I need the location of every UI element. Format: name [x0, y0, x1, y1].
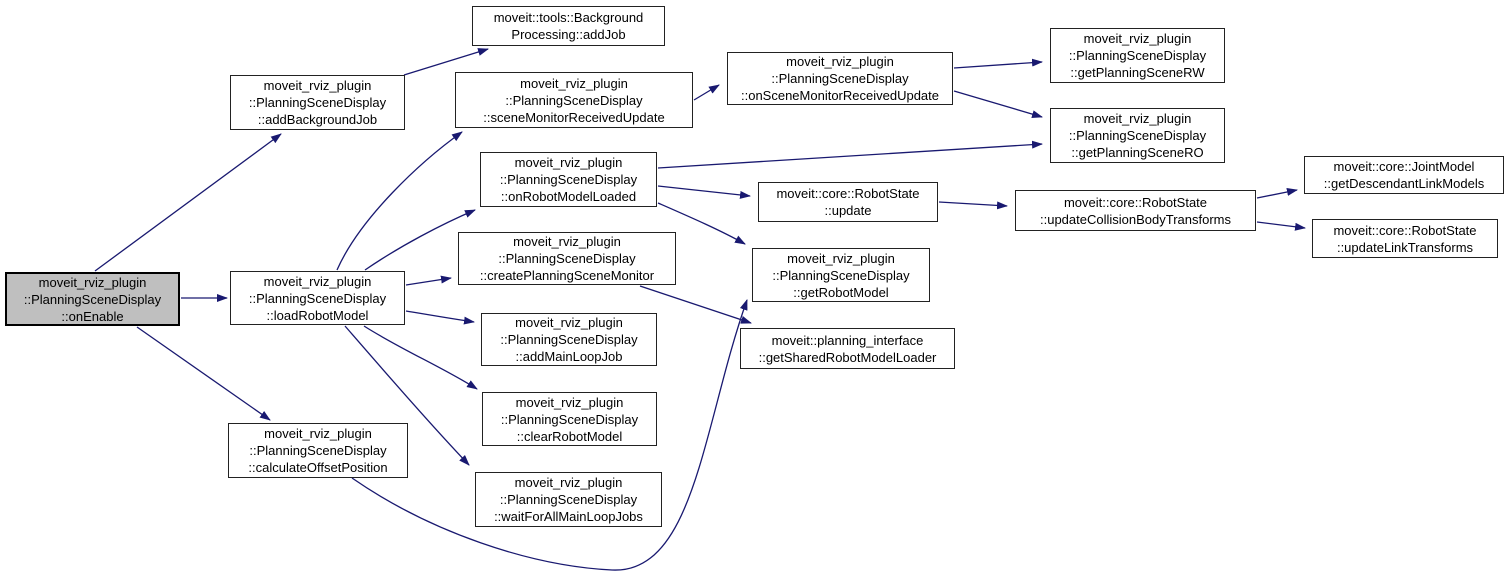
node-label-line: moveit_rviz_plugin	[263, 273, 372, 289]
node-get-robot-model[interactable]: moveit_rviz_plugin ::PlanningSceneDispla…	[752, 248, 930, 302]
edge-calculateOffsetPosition-getRobotModel	[351, 299, 748, 571]
edge-sceneMonitorReceivedUpdate-onSceneMonitorReceivedUpdate	[693, 84, 720, 101]
node-label-line: ::createPlanningSceneMonitor	[479, 268, 655, 283]
edge-loadRobotModel-addMainLoopJob	[405, 310, 475, 325]
edge-createPlanningSceneMonitor-getSharedRobotModelLoader	[639, 285, 752, 324]
edge-loadRobotModel-createPlanningSceneMonitor	[405, 275, 452, 286]
edge-onRobotModelLoaded-getPlanningSceneRO	[657, 140, 1043, 169]
node-label-line: ::clearRobotModel	[516, 428, 623, 444]
edge-onEnable-calculateOffsetPosition	[136, 326, 271, 421]
node-label-line: ::PlanningSceneDisplay	[1068, 48, 1207, 63]
node-label-line: ::getPlanningSceneRO	[1071, 145, 1204, 160]
node-get-descendant-link-models[interactable]: moveit::core::JointModel ::getDescendant…	[1304, 156, 1504, 194]
node-label-line: moveit_rviz_plugin	[513, 234, 621, 249]
node-calculate-offset-position[interactable]: moveit_rviz_plugin ::PlanningSceneDispla…	[228, 423, 408, 478]
node-label-line: moveit::tools::Background	[493, 10, 644, 25]
node-label-line: ::PlanningSceneDisplay	[771, 71, 909, 86]
node-robot-state-update[interactable]: moveit::core::RobotState ::update	[758, 182, 938, 222]
node-label-line: ::updateLinkTransforms	[1336, 239, 1474, 255]
node-create-planning-scene-monitor[interactable]: moveit_rviz_plugin ::PlanningSceneDispla…	[458, 232, 676, 285]
node-label-line: moveit_rviz_plugin	[515, 394, 624, 410]
node-label-line: ::PlanningSceneDisplay	[500, 411, 639, 427]
node-label-line: moveit::core::RobotState	[1063, 194, 1208, 210]
node-label-line: ::addMainLoopJob	[515, 349, 623, 364]
node-label-line: moveit_rviz_plugin	[786, 54, 894, 69]
edge-onEnable-addBackgroundJob	[94, 133, 282, 272]
node-label-line: ::update	[824, 203, 872, 218]
node-label-line: ::loadRobotModel	[266, 307, 369, 323]
node-label-line: ::onSceneMonitorReceivedUpdate	[740, 88, 939, 103]
edge-updateCollisionBodyTransforms-getDescendantLinkModels	[1256, 188, 1298, 199]
node-label-line: moveit::planning_interface	[771, 332, 924, 348]
edge-addBackgroundJob-backgroundProcessingAddJob	[403, 48, 489, 76]
node-on-robot-model-loaded[interactable]: moveit_rviz_plugin ::PlanningSceneDispla…	[480, 152, 657, 207]
node-on-enable[interactable]: moveit_rviz_plugin ::PlanningSceneDispla…	[5, 272, 180, 326]
node-load-robot-model[interactable]: moveit_rviz_plugin ::PlanningSceneDispla…	[230, 271, 405, 325]
edge-onRobotModelLoaded-robotStateUpdate	[657, 185, 751, 199]
node-label-line: moveit_rviz_plugin	[520, 75, 628, 91]
node-label-line: ::PlanningSceneDisplay	[1068, 128, 1207, 143]
node-label-line: ::getSharedRobotModelLoader	[758, 349, 937, 365]
node-label-line: moveit_rviz_plugin	[1083, 31, 1192, 46]
edge-loadRobotModel-onRobotModelLoaded	[364, 209, 476, 271]
node-clear-robot-model[interactable]: moveit_rviz_plugin ::PlanningSceneDispla…	[482, 392, 657, 446]
node-label-line: ::PlanningSceneDisplay	[499, 492, 638, 507]
node-get-planning-scene-rw[interactable]: moveit_rviz_plugin ::PlanningSceneDispla…	[1050, 28, 1225, 83]
node-label-line: ::onRobotModelLoaded	[500, 189, 637, 204]
node-label-line: ::getRobotModel	[793, 284, 889, 300]
edge-loadRobotModel-clearRobotModel	[363, 325, 478, 390]
node-label-line: moveit::core::RobotState	[776, 186, 920, 201]
node-get-planning-scene-ro[interactable]: moveit_rviz_plugin ::PlanningSceneDispla…	[1050, 108, 1225, 163]
node-label-line: ::onEnable	[61, 308, 124, 324]
node-wait-for-all-main-loop-jobs[interactable]: moveit_rviz_plugin ::PlanningSceneDispla…	[475, 472, 662, 527]
node-label-line: Processing::addJob	[511, 27, 626, 42]
node-update-collision-body-transforms[interactable]: moveit::core::RobotState ::updateCollisi…	[1015, 190, 1256, 231]
node-label-line: ::addBackgroundJob	[257, 112, 378, 127]
edge-robotStateUpdate-updateCollisionBodyTransforms	[938, 201, 1008, 210]
node-scene-monitor-received-update[interactable]: moveit_rviz_plugin ::PlanningSceneDispla…	[455, 72, 693, 128]
node-add-background-job[interactable]: moveit_rviz_plugin ::PlanningSceneDispla…	[230, 75, 405, 130]
node-label-line: ::getDescendantLinkModels	[1323, 176, 1485, 191]
node-label-line: ::PlanningSceneDisplay	[248, 95, 387, 110]
node-on-scene-monitor-received-update[interactable]: moveit_rviz_plugin ::PlanningSceneDispla…	[727, 52, 953, 105]
node-label-line: ::updateCollisionBodyTransforms	[1040, 211, 1231, 227]
node-label-line: ::PlanningSceneDisplay	[248, 290, 387, 306]
node-label-line: moveit_rviz_plugin	[1083, 111, 1192, 126]
node-label-line: moveit_rviz_plugin	[514, 155, 623, 170]
node-label-line: ::PlanningSceneDisplay	[249, 443, 387, 458]
node-background-processing-add-job[interactable]: moveit::tools::Background Processing::ad…	[472, 6, 665, 46]
node-label-line: ::calculateOffsetPosition	[248, 460, 388, 475]
node-label-line: ::PlanningSceneDisplay	[500, 332, 638, 347]
node-label-line: moveit_rviz_plugin	[38, 274, 147, 290]
node-label-line: moveit::core::JointModel	[1333, 159, 1475, 174]
node-label-line: ::waitForAllMainLoopJobs	[494, 509, 643, 524]
edge-onSceneMonitorReceivedUpdate-getPlanningSceneRO	[953, 90, 1043, 119]
node-label-line: moveit_rviz_plugin	[264, 426, 372, 441]
node-get-shared-robot-model-loader[interactable]: moveit::planning_interface ::getSharedRo…	[740, 328, 955, 369]
node-label-line: ::PlanningSceneDisplay	[499, 172, 638, 187]
edge-loadRobotModel-waitForAllMainLoopJobs	[344, 325, 470, 466]
edge-onSceneMonitorReceivedUpdate-getPlanningSceneRW	[953, 58, 1043, 69]
node-label-line: ::sceneMonitorReceivedUpdate	[483, 109, 665, 125]
node-label-line: moveit_rviz_plugin	[787, 250, 895, 266]
edge-loadRobotModel-sceneMonitorReceivedUpdate	[336, 131, 463, 271]
node-label-line: ::PlanningSceneDisplay	[772, 267, 910, 283]
node-label-line: moveit_rviz_plugin	[515, 315, 623, 330]
node-add-main-loop-job[interactable]: moveit_rviz_plugin ::PlanningSceneDispla…	[481, 313, 657, 366]
node-label-line: ::getPlanningSceneRW	[1070, 65, 1205, 80]
edge-onRobotModelLoaded-getRobotModel	[657, 202, 746, 245]
edge-updateCollisionBodyTransforms-updateLinkTransforms	[1256, 221, 1306, 231]
node-label-line: ::PlanningSceneDisplay	[498, 251, 636, 266]
node-label-line: moveit_rviz_plugin	[263, 78, 372, 93]
node-update-link-transforms[interactable]: moveit::core::RobotState ::updateLinkTra…	[1312, 219, 1498, 258]
node-label-line: ::PlanningSceneDisplay	[505, 92, 643, 108]
node-label-line: ::PlanningSceneDisplay	[23, 291, 162, 307]
node-label-line: moveit_rviz_plugin	[514, 475, 623, 490]
node-label-line: moveit::core::RobotState	[1333, 222, 1477, 238]
